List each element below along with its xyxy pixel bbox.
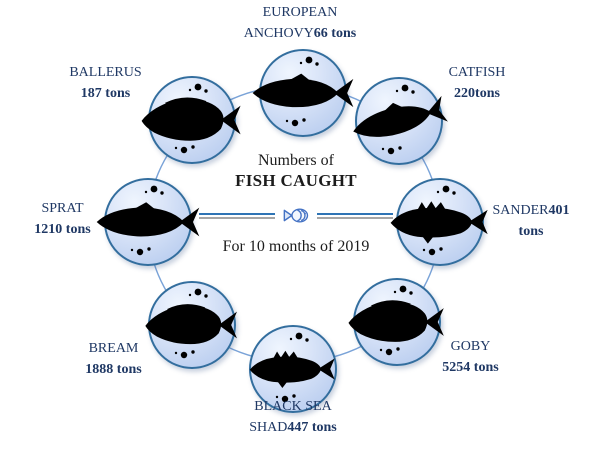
sander-label: SANDER401 tons xyxy=(492,203,570,239)
black-sea-shad-fish-icon xyxy=(247,349,339,390)
goby-label: GOBY 5254 tons xyxy=(393,336,548,378)
ballerus-badge xyxy=(148,76,236,164)
title-line-1: Numbers of xyxy=(258,152,334,169)
european-anchovy-label: EUROPEAN ANCHOVY66 tons xyxy=(190,2,410,44)
subtitle: For 10 months of 2019 xyxy=(222,238,370,255)
title-line-2: FISH CAUGHT xyxy=(235,171,357,190)
black-sea-shad-label: BLACK SEA SHAD447 tons xyxy=(193,396,393,438)
fish-name: GOBY xyxy=(450,339,491,354)
catfish-badge xyxy=(355,77,443,165)
divider-line-right xyxy=(317,212,393,219)
fish-name: BALLERUS xyxy=(69,65,142,80)
sprat-label: SPRAT 1210 tons xyxy=(0,198,125,240)
divider-line-left xyxy=(199,212,275,219)
divider xyxy=(176,206,416,225)
bream-badge xyxy=(148,281,236,369)
fish-name: EUROPEAN xyxy=(262,5,338,20)
fish-amount: 447 tons xyxy=(287,420,337,435)
center-title-block: Numbers of FISH CAUGHT For 10 months of … xyxy=(176,152,416,256)
fish-amount: 220tons xyxy=(454,86,500,101)
fish-icon xyxy=(283,208,309,223)
fish-name: BREAM xyxy=(88,341,139,356)
fish-amount: 187 tons xyxy=(80,86,131,101)
fish-amount: 401 xyxy=(548,203,570,218)
european-anchovy-badge xyxy=(259,49,347,137)
fish-name: BLACK SEA xyxy=(254,399,332,414)
fish-name: SANDER xyxy=(492,203,549,218)
goby-badge xyxy=(353,278,441,366)
fish-amount: 66 tons xyxy=(313,26,357,41)
black-sea-shad-badge xyxy=(249,325,337,413)
fish-amount: 1210 tons xyxy=(34,222,91,237)
fish-name: ANCHOVY xyxy=(243,26,314,41)
bream-label: BREAM 1888 tons xyxy=(36,338,191,380)
fish-name: CATFISH xyxy=(448,65,506,80)
sprat-badge xyxy=(104,178,192,266)
ballerus-label: BALLERUS 187 tons xyxy=(28,62,183,104)
fish-name: SHAD xyxy=(249,420,288,435)
catfish-label: CATFISH 220tons xyxy=(402,62,552,104)
fish-name: SPRAT xyxy=(41,201,84,216)
fish-amount: 1888 tons xyxy=(85,362,142,377)
european-anchovy-fish-icon xyxy=(250,70,356,116)
fish-amount: 5254 tons xyxy=(442,360,499,375)
sander-badge xyxy=(396,178,484,266)
